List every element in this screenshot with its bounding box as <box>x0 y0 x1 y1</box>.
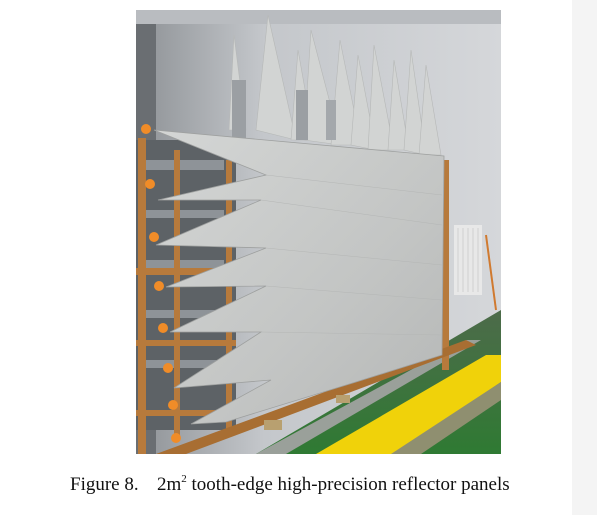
caption-rest: tooth-edge high-precision reflector pane… <box>186 474 510 495</box>
caption-text: 2m2 tooth-edge high-precision reflector … <box>157 474 510 496</box>
page-margin-strip <box>572 0 597 515</box>
figure-number: Figure 8. <box>70 474 139 495</box>
figure-photo <box>136 10 501 454</box>
caption-prefix: 2m <box>157 474 182 495</box>
reflector-panel-photo <box>136 10 501 454</box>
caption-superscript: 2 <box>181 473 187 485</box>
